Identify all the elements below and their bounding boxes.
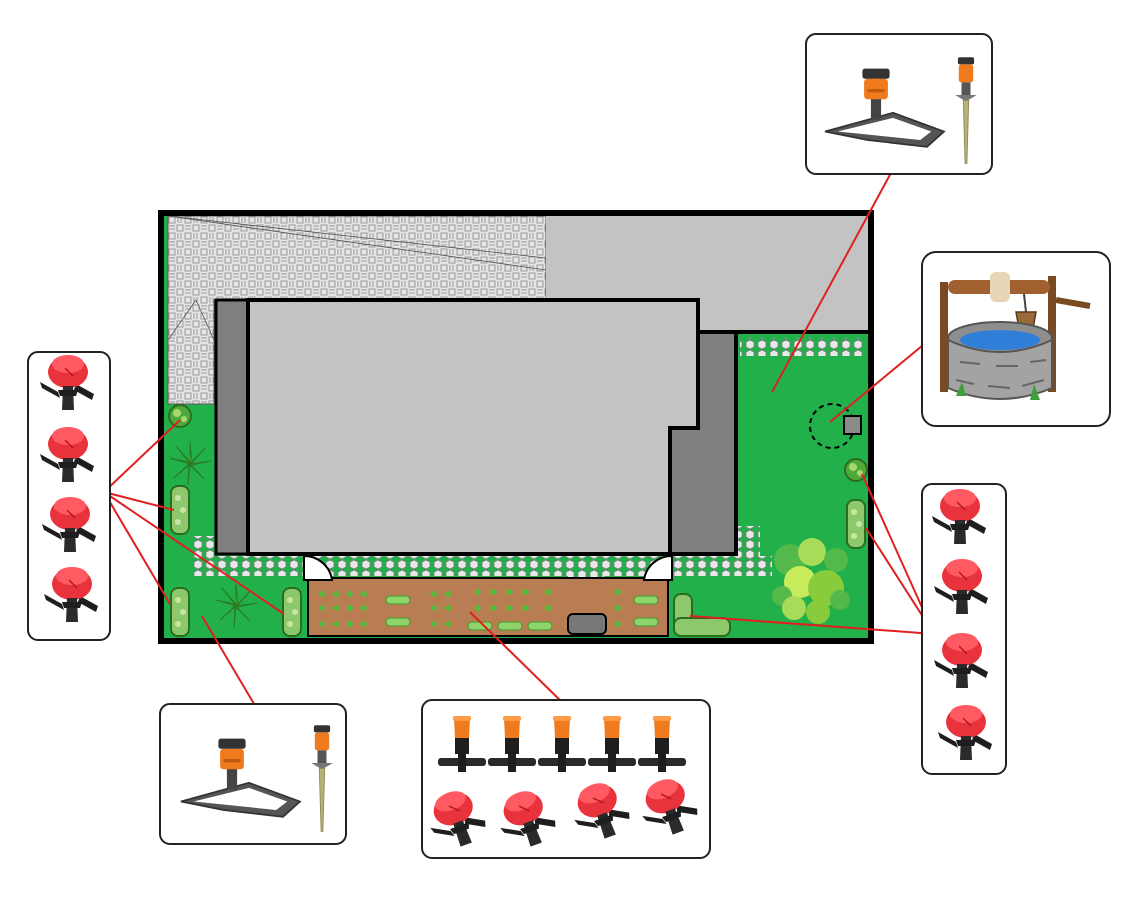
well-pump: [843, 415, 862, 435]
callout-drippers-right: [921, 483, 1007, 775]
shrub-cluster: [772, 538, 850, 624]
callout-micro-drippers: [420, 699, 711, 859]
plot-boundary: [158, 210, 874, 644]
callout-drippers-left: [27, 351, 111, 641]
stone-path-front: [192, 556, 772, 576]
callout-well: [921, 251, 1111, 427]
house-roof: [246, 298, 700, 556]
vegetable-bed: [307, 577, 669, 637]
callout-sprinklers-bottom: [159, 703, 347, 845]
garden-plan: [158, 210, 874, 644]
house-shade-left: [214, 298, 250, 556]
water-tank: [567, 613, 607, 635]
leader-lines: [103, 159, 935, 715]
callout-sprinklers-top: [805, 33, 993, 175]
hedge-l: [673, 593, 731, 637]
well-icon: [940, 272, 1091, 400]
stone-path-top-right: [740, 338, 866, 356]
plants: [168, 404, 868, 637]
